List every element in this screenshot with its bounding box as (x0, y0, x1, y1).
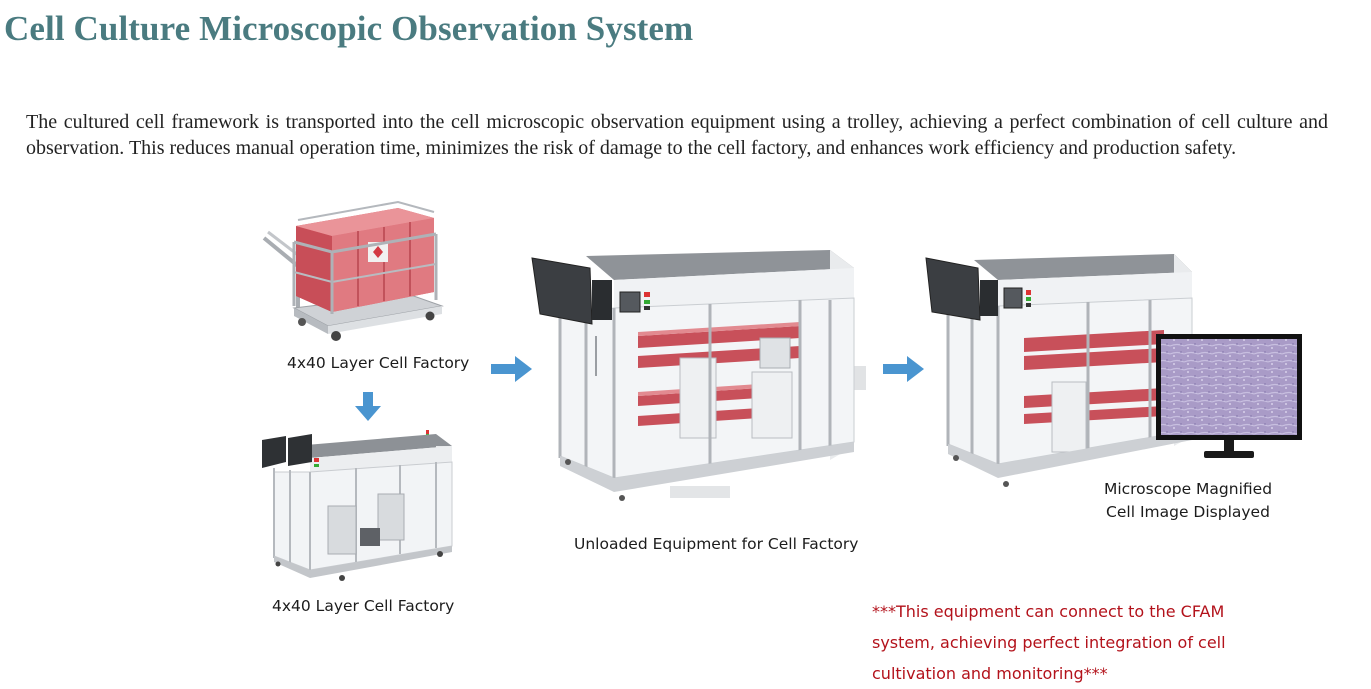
trolley-with-cell-factory-icon (262, 200, 444, 341)
cell-factory-observation-icon (925, 254, 1193, 487)
monitor-figure (1156, 334, 1302, 462)
page-title: Cell Culture Microscopic Observation Sys… (4, 9, 694, 48)
equipment-caption: Unloaded Equipment for Cell Factory (574, 535, 859, 553)
observation-machine-figure (924, 250, 1194, 490)
observation-caption-line2: Cell Image Displayed (1106, 503, 1270, 521)
observation-equipment-figure (530, 246, 870, 512)
observation-caption-line1: Microscope Magnified (1103, 480, 1273, 498)
arrow-right-icon (883, 356, 925, 382)
machine-caption: 4x40 Layer Cell Factory (272, 597, 455, 615)
monitor-with-cell-image-icon (1156, 334, 1302, 458)
arrow-right-icon (491, 356, 533, 382)
observation-equipment-icon (531, 250, 866, 501)
cfam-note: ***This equipment can connect to the CFA… (872, 602, 1226, 683)
trolley-figure (258, 196, 448, 344)
intro-paragraph: The cultured cell framework is transport… (26, 111, 1328, 159)
arrow-down-icon (355, 392, 381, 422)
trolley-caption: 4x40 Layer Cell Factory (287, 354, 470, 372)
cell-factory-machine-icon (262, 430, 453, 581)
cell-factory-machine-figure (260, 428, 454, 584)
